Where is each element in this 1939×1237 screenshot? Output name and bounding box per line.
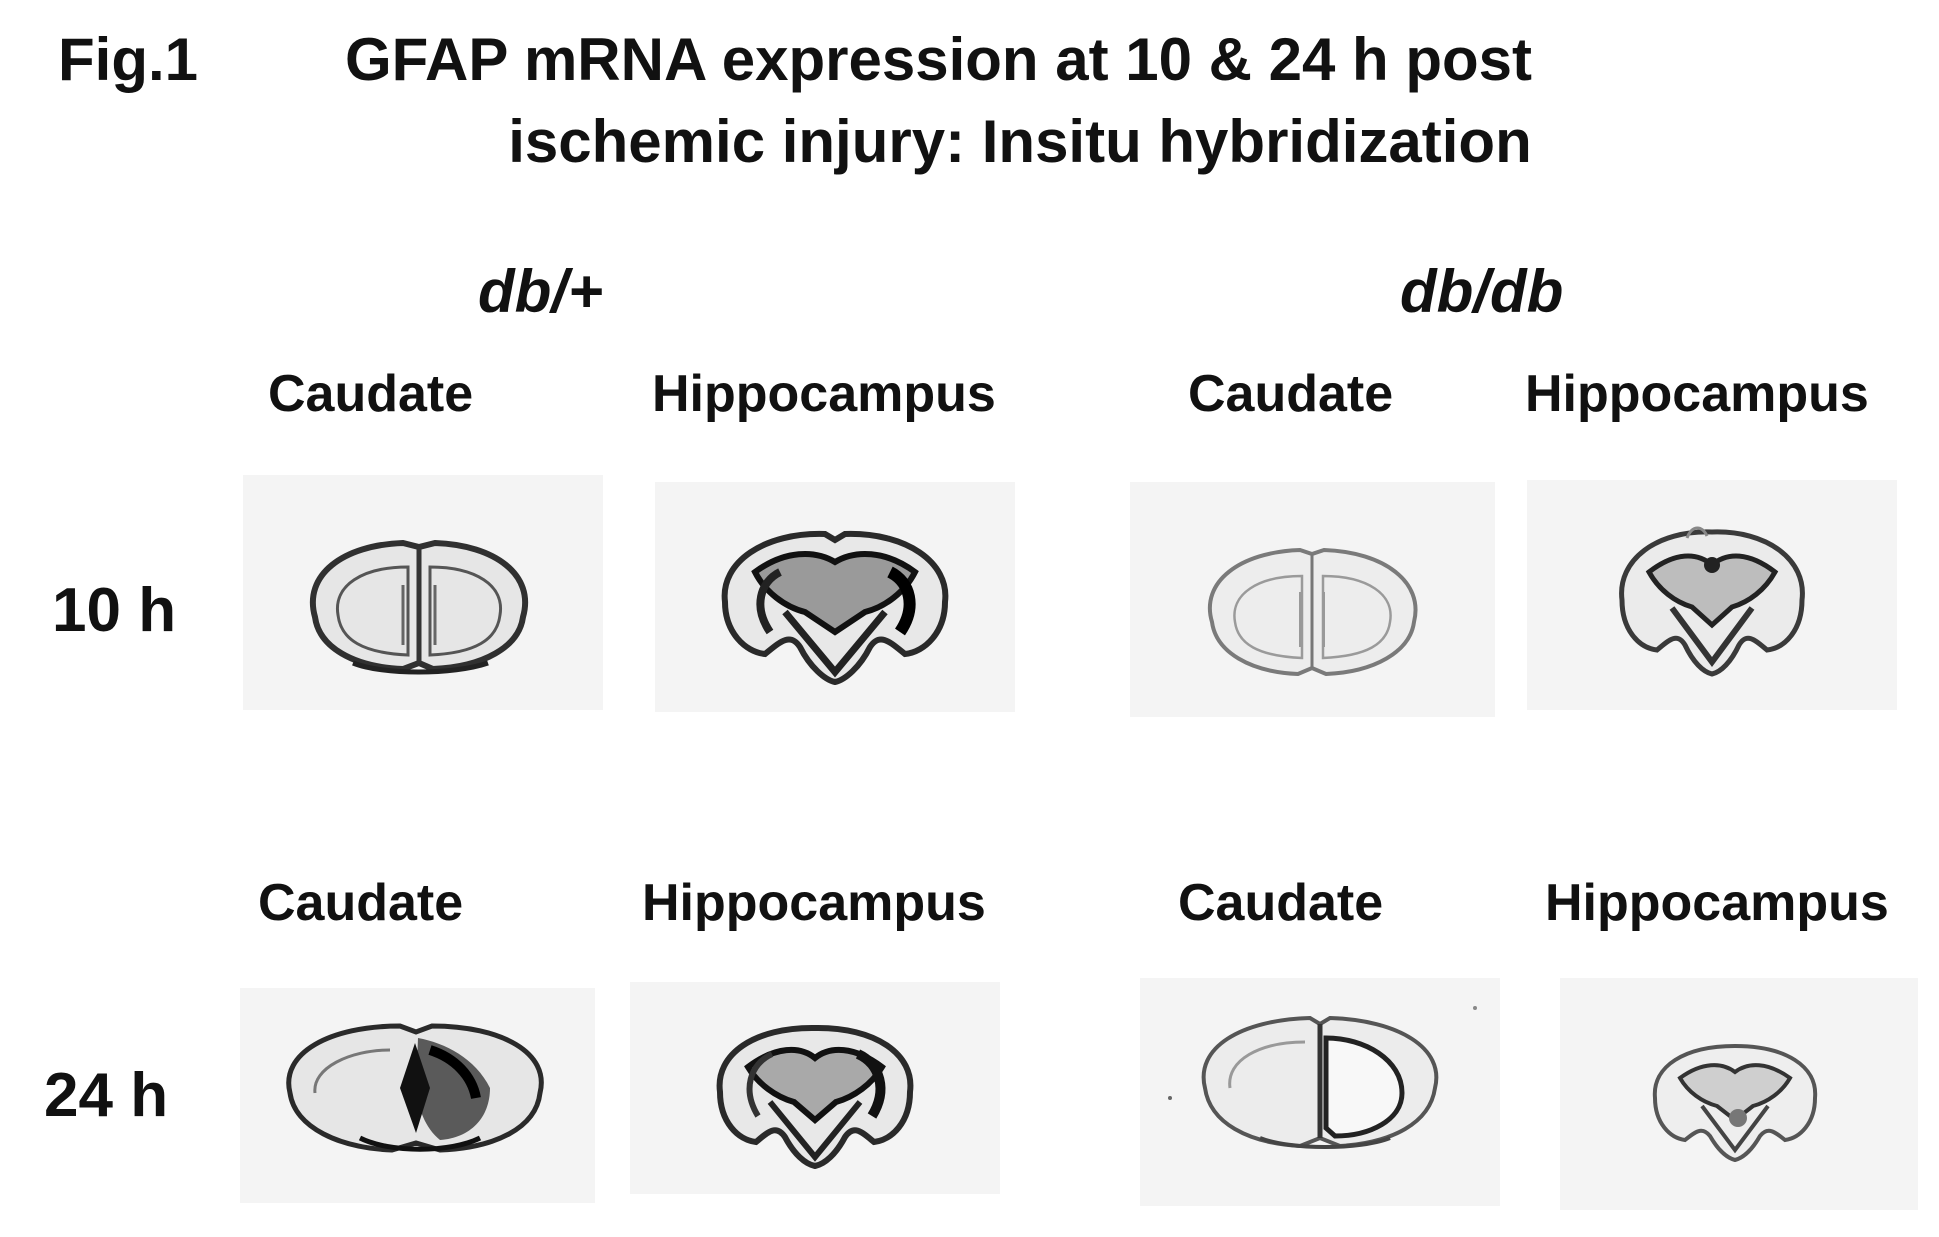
brain-section-hippocampus-image: [716, 1024, 914, 1170]
brain-section-hippocampus-image: [1619, 526, 1805, 677]
genotype-label-db-db: db/db: [1400, 258, 1564, 325]
figure-title-line-1: GFAP mRNA expression at 10 & 24 h post: [345, 26, 1533, 93]
panel-db-plus-10h-hippocampus: [655, 482, 1015, 712]
region-label-caudate: Caudate: [258, 874, 464, 932]
region-label-caudate: Caudate: [1178, 874, 1384, 932]
region-label-caudate: Caudate: [268, 365, 474, 423]
genotype-label-db-plus: db/+: [478, 258, 604, 325]
timepoint-label-10h: 10 h: [52, 576, 177, 645]
timepoint-label-24h: 24 h: [44, 1061, 169, 1130]
panel-db-plus-10h-caudate: [243, 475, 603, 710]
panel-db-db-24h-hippocampus: [1560, 978, 1918, 1210]
brain-section-caudate-image: [1208, 547, 1418, 677]
brain-section-hippocampus-image: [1652, 1043, 1818, 1163]
panel-db-db-10h-caudate: [1130, 482, 1495, 717]
figure-title-line-2: ischemic injury: Insitu hybridization: [508, 108, 1532, 175]
panel-db-db-24h-caudate: [1140, 978, 1500, 1206]
region-label-hippocampus: Hippocampus: [642, 874, 986, 932]
region-label-hippocampus: Hippocampus: [1545, 874, 1889, 932]
panel-db-db-10h-hippocampus: [1527, 480, 1897, 710]
panel-db-plus-24h-caudate: [240, 988, 595, 1203]
brain-section-caudate-image: [1168, 1006, 1477, 1149]
figure-label: Fig.1: [58, 26, 199, 93]
brain-section-caudate-image: [310, 539, 528, 675]
region-label-caudate: Caudate: [1188, 365, 1394, 423]
brain-section-hippocampus-image: [721, 530, 949, 686]
brain-section-caudate-image: [286, 1023, 544, 1153]
region-label-hippocampus: Hippocampus: [1525, 365, 1869, 423]
region-label-hippocampus: Hippocampus: [652, 365, 996, 423]
panel-db-plus-24h-hippocampus: [630, 982, 1000, 1194]
